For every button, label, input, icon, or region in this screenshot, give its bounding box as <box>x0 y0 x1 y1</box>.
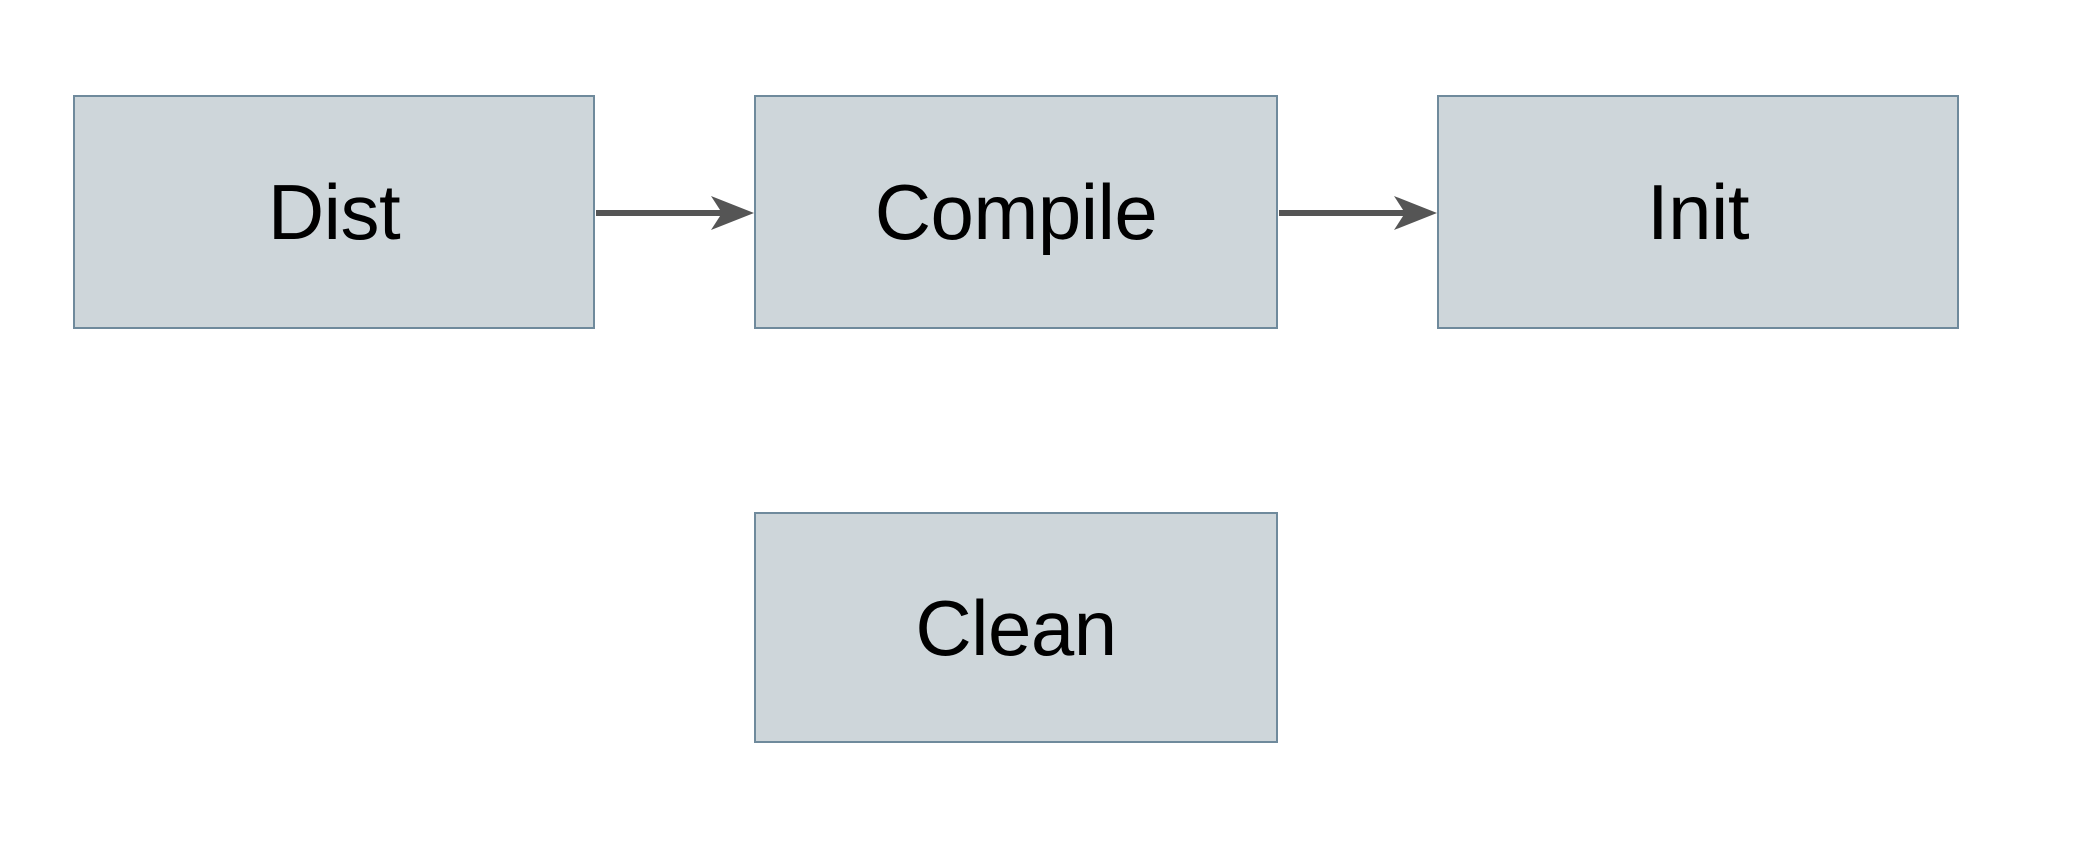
node-label-dist: Dist <box>267 168 401 256</box>
arrowhead-icon <box>1394 196 1437 230</box>
node-clean[interactable]: Clean <box>754 512 1278 743</box>
node-label-compile: Compile <box>874 168 1158 256</box>
node-dist[interactable]: Dist <box>73 95 595 329</box>
node-label-init: Init <box>1646 168 1750 256</box>
node-init[interactable]: Init <box>1437 95 1959 329</box>
edge-compile-to-init <box>1279 196 1437 230</box>
edge-dist-to-compile <box>596 196 754 230</box>
arrowhead-icon <box>711 196 754 230</box>
node-compile[interactable]: Compile <box>754 95 1278 329</box>
node-label-clean: Clean <box>915 583 1117 672</box>
